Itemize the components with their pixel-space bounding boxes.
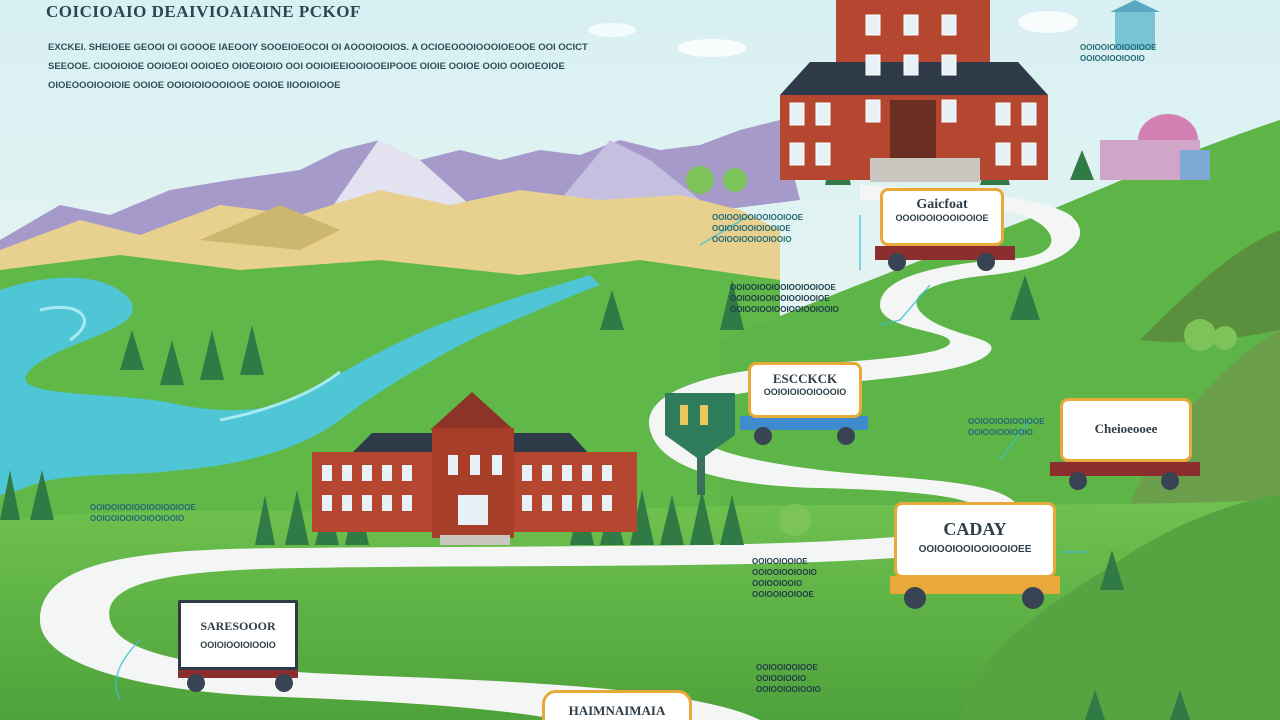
sign-right-title: Cheioeooee: [1094, 421, 1158, 436]
sign-bottom-title: HAIMNAIMAIA: [568, 703, 666, 718]
sign-left-title: SARESOOOR: [200, 619, 276, 633]
sign-cady-title: CADAY: [943, 519, 1007, 539]
intro-line: SEEOOE. CIOOIOIOE OOIOEOI OOIOEO OIOEOIO…: [48, 61, 565, 72]
sign-top-title: Gaicfoat: [916, 197, 968, 212]
sign-top: Gaicfoat OOOIOOIOOOIOOIOE: [880, 188, 1004, 246]
page-title: COICIOAIO DEAIVIOAIAINE PCKOF: [46, 2, 361, 21]
cart-wheels: [178, 246, 1200, 692]
sign-middle-subtitle: OOIOIOIOOIOOOIO: [763, 387, 847, 397]
sign-bottom: HAIMNAIMAIA: [542, 690, 692, 720]
middle-school-building: [312, 392, 637, 545]
intro-line: OIOEOOOIOOIOIE OOIOE OOIOIOIOOOIOOE OOIO…: [48, 80, 341, 91]
sign-right: Cheioeooee: [1060, 398, 1192, 462]
road-sign-post: [665, 393, 735, 495]
sign-top-subtitle: OOOIOOIOOOIOOIOE: [895, 213, 989, 223]
intro-text: EXCKEI. SHEIOEE GEOOI OI GOOOE IAEOOIY S…: [48, 38, 648, 95]
sign-cady: CADAY OOIOOIOOIOOIOOIOEE: [894, 502, 1056, 578]
top-school-building: [780, 0, 1048, 182]
sign-left: SARESOOOR OOIOIOOIOIOOIO: [178, 600, 298, 670]
sign-middle: ESCCKCK OOIOIOIOOIOOOIO: [748, 362, 862, 418]
sign-middle-title: ESCCKCK: [772, 371, 838, 386]
sign-cady-subtitle: OOIOOIOOIOOIOOIOEE: [918, 544, 1032, 555]
intro-line: EXCKEI. SHEIOEE GEOOI OI GOOOE IAEOOIY S…: [48, 42, 588, 53]
sign-left-subtitle: OOIOIOOIOIOOIO: [200, 640, 276, 650]
